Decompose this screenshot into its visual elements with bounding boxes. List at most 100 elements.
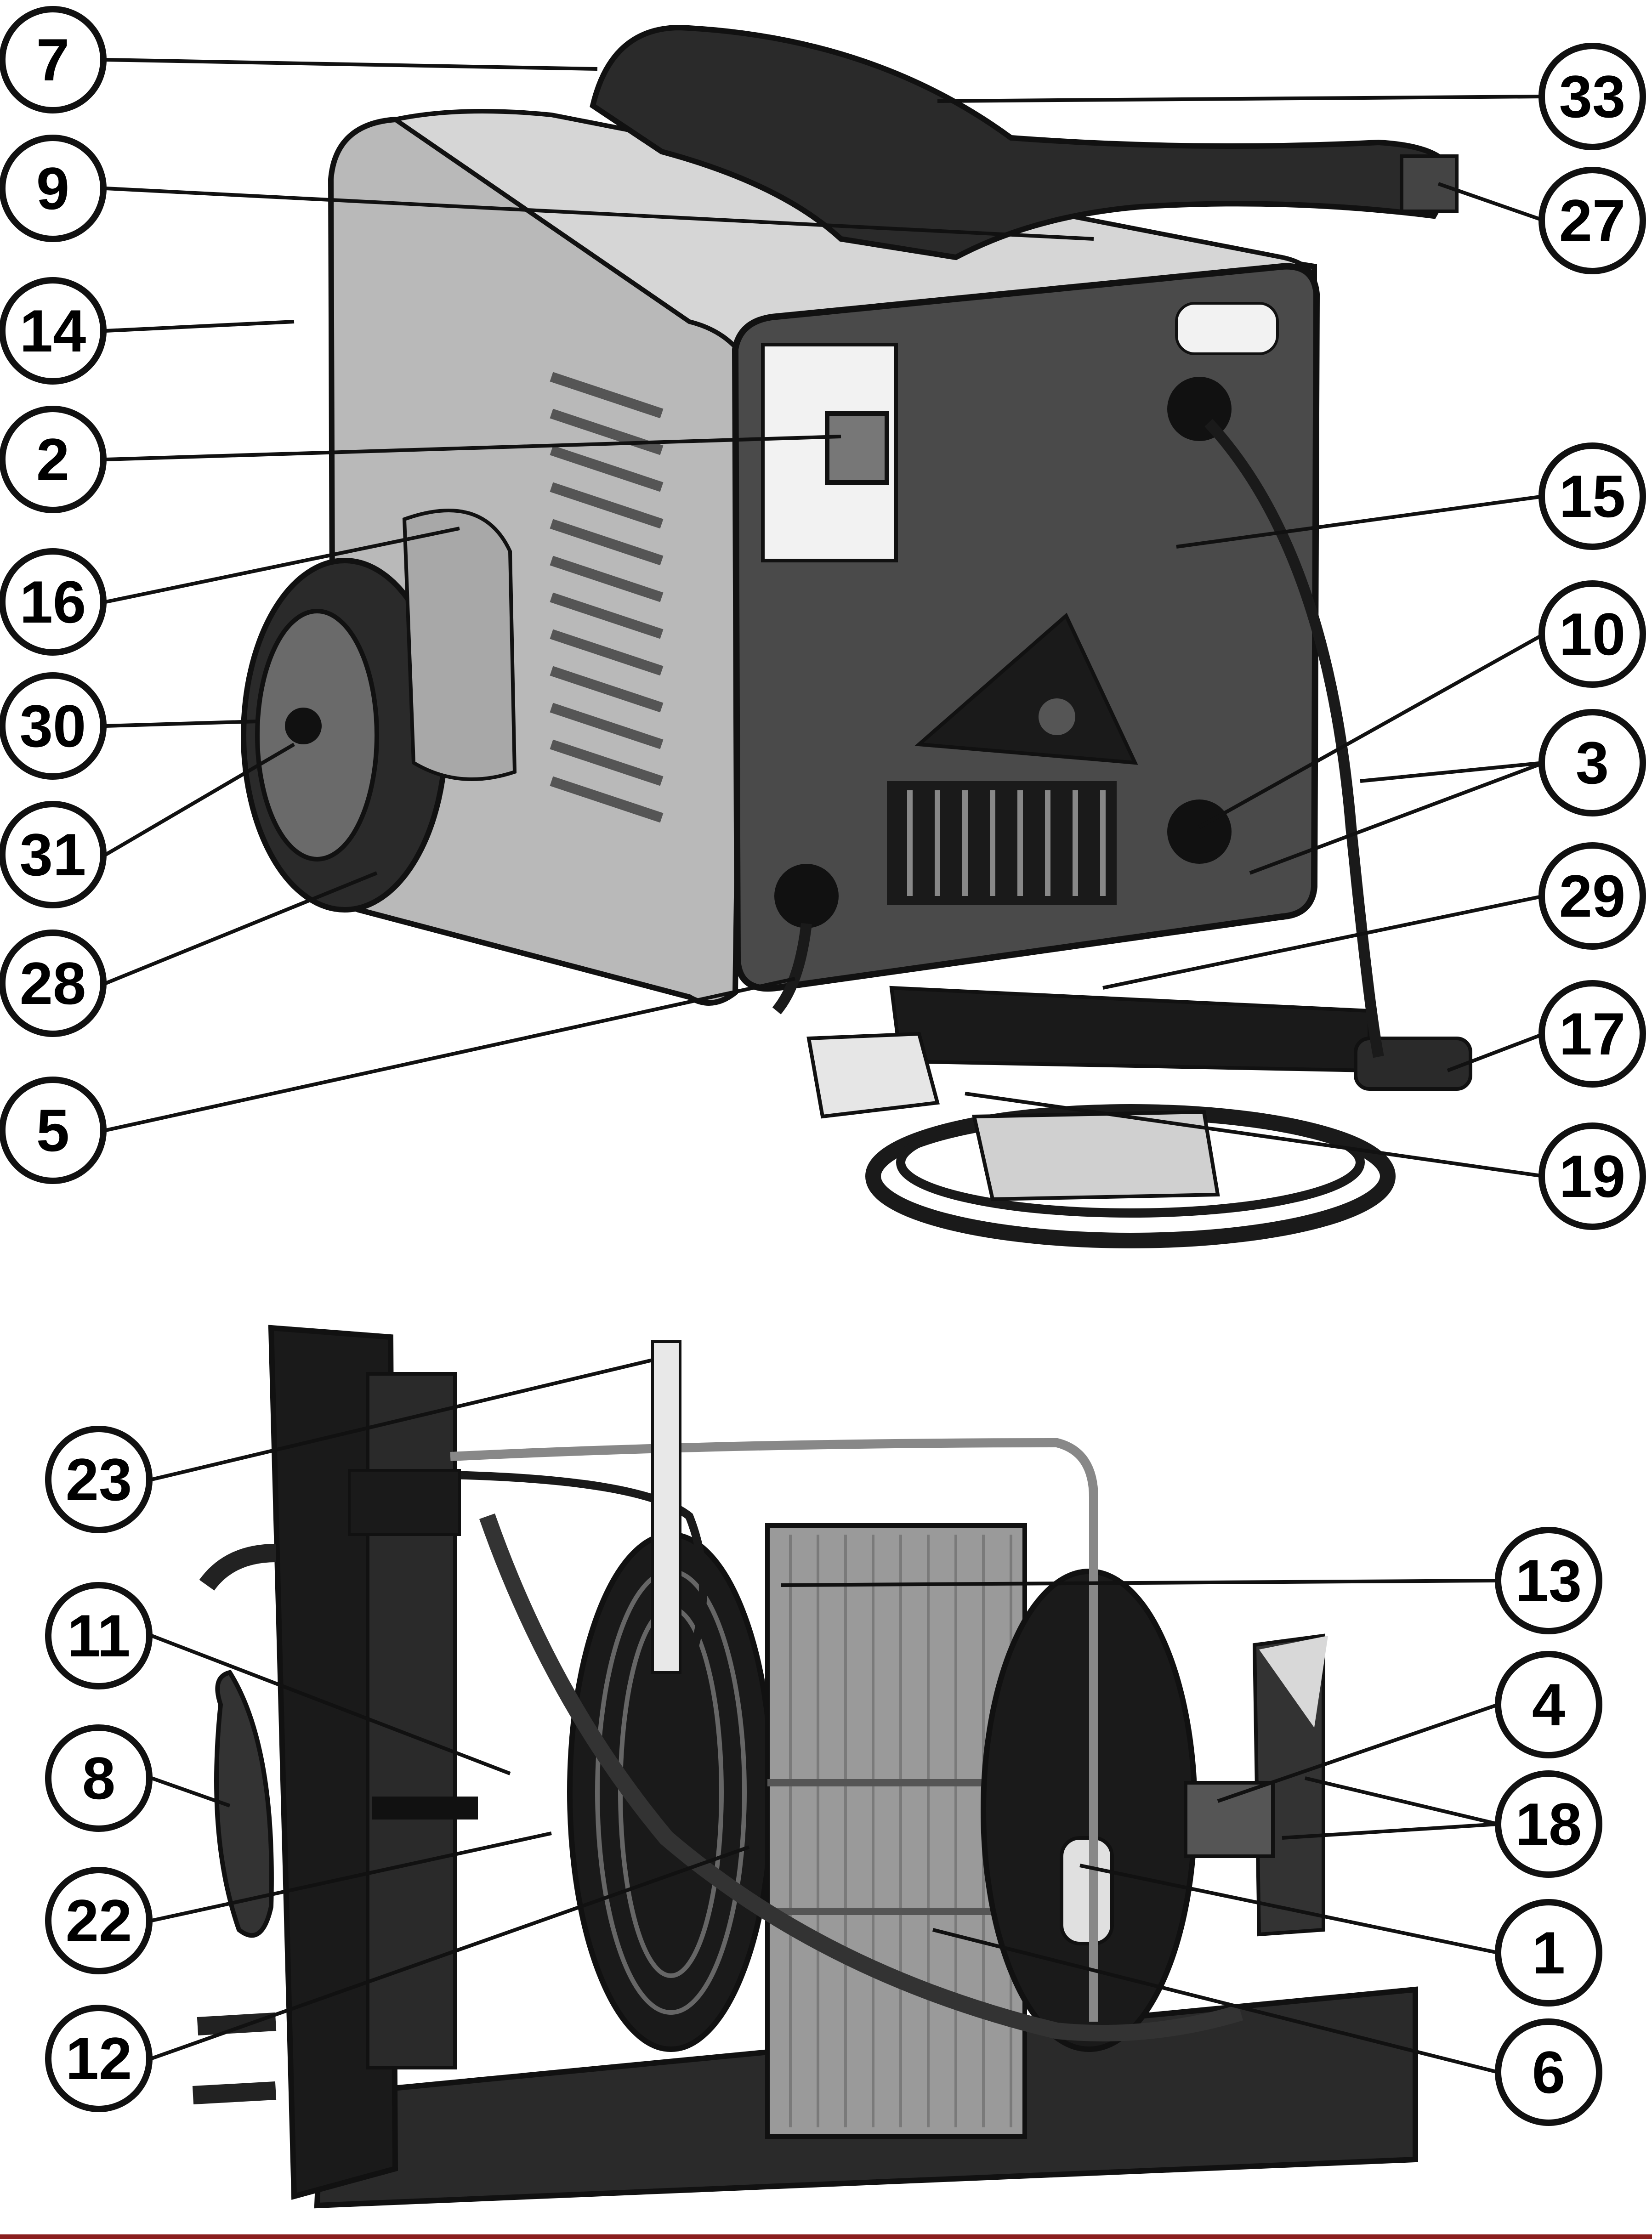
leader-31 (104, 743, 295, 856)
callout-4: 4 (1495, 1651, 1602, 1758)
ground-clamp-jaw (972, 1110, 1220, 1202)
svg-text:6: 6 (1532, 2039, 1565, 2106)
svg-text:30: 30 (20, 692, 86, 760)
leader-7 (105, 58, 598, 71)
leader-29 (1102, 894, 1544, 990)
callout-23: 23 (45, 1426, 153, 1533)
leader-13 (781, 1579, 1499, 1587)
svg-text:10: 10 (1559, 601, 1626, 668)
leader-11 (151, 1634, 511, 1775)
callout-16: 16 (0, 548, 107, 656)
leader-4 (1217, 1703, 1499, 1803)
leader-30 (105, 720, 258, 728)
terminal-block (348, 1469, 461, 1536)
svg-text:12: 12 (66, 2025, 132, 2092)
power-switch (825, 411, 889, 485)
leader-1 (1079, 1864, 1499, 1955)
side-vents (550, 372, 664, 823)
welder-interior-illustration (192, 1325, 1418, 2209)
svg-text:17: 17 (1559, 1000, 1626, 1067)
wiring-loop (450, 1438, 1098, 2022)
carry-handle (590, 24, 1455, 261)
callout-17: 17 (1538, 980, 1646, 1088)
callout-5: 5 (0, 1077, 107, 1184)
svg-text:3: 3 (1576, 729, 1609, 796)
callout-30: 30 (0, 672, 107, 780)
thermal-protector (1060, 1836, 1114, 1945)
callout-22: 22 (45, 1867, 153, 1974)
svg-text:16: 16 (20, 568, 86, 635)
callout-12: 12 (45, 2005, 153, 2112)
callout-7: 7 (0, 6, 107, 113)
leader-5 (105, 977, 795, 1132)
welder-exterior-illustration (241, 24, 1472, 1248)
bottom-border (0, 2234, 1652, 2239)
cable-left (772, 923, 812, 1015)
svg-text:19: 19 (1559, 1143, 1626, 1210)
svg-text:15: 15 (1559, 463, 1626, 530)
leader-27 (1437, 182, 1545, 222)
callout-8: 8 (45, 1724, 153, 1832)
callout-29: 29 (1538, 842, 1646, 950)
leader-18a (1305, 1776, 1499, 1826)
leader-lines (104, 58, 1545, 2074)
svg-text:31: 31 (20, 821, 86, 888)
svg-text:27: 27 (1559, 187, 1626, 254)
interior-front-panel (268, 1325, 398, 2200)
cable-right (1204, 419, 1384, 1058)
callout-13: 13 (1495, 1527, 1602, 1634)
handle-end-cap (1400, 154, 1459, 213)
regulator-knob (914, 612, 1138, 765)
leader-3a (1360, 761, 1544, 783)
svg-text:7: 7 (36, 26, 69, 93)
fan-motor (1184, 1781, 1275, 1858)
leader-15 (1176, 494, 1544, 549)
svg-text:1: 1 (1532, 1919, 1565, 1986)
callout-6: 6 (1495, 2018, 1602, 2126)
leader-33 (937, 95, 1544, 103)
svg-text:33: 33 (1559, 63, 1626, 130)
callout-27: 27 (1538, 167, 1646, 274)
leader-3b (1249, 761, 1545, 875)
leader-9 (105, 187, 1094, 241)
callout-11: 11 (45, 1582, 153, 1689)
callout-31: 31 (0, 801, 107, 908)
wheel-fender (402, 509, 517, 781)
callout-9: 9 (0, 135, 107, 242)
svg-text:8: 8 (82, 1745, 115, 1812)
callout-3: 3 (1538, 709, 1646, 816)
svg-text:18: 18 (1516, 1791, 1582, 1858)
leader-10 (1198, 632, 1545, 829)
svg-text:2: 2 (36, 426, 69, 493)
leader-2 (105, 435, 841, 461)
svg-text:9: 9 (36, 155, 69, 222)
callout-33: 33 (1538, 43, 1646, 150)
callout-1: 1 (1495, 1899, 1602, 2007)
svg-text:13: 13 (1516, 1547, 1582, 1614)
leader-6 (932, 1928, 1499, 2074)
callout-28: 28 (0, 930, 107, 1037)
heatsink (887, 781, 1117, 905)
callout-19: 19 (1538, 1122, 1646, 1230)
svg-text:4: 4 (1532, 1671, 1565, 1738)
callout-14: 14 (0, 277, 107, 385)
leader-17 (1447, 1032, 1545, 1072)
svg-text:23: 23 (66, 1446, 132, 1513)
svg-text:29: 29 (1559, 862, 1626, 930)
svg-text:5: 5 (36, 1097, 69, 1164)
leader-16 (105, 527, 460, 604)
callout-10: 10 (1538, 580, 1646, 688)
leader-22 (151, 1831, 552, 1922)
svg-text:11: 11 (67, 1602, 130, 1669)
svg-text:28: 28 (20, 950, 86, 1017)
leader-19 (965, 1092, 1544, 1178)
main-cable (479, 1513, 1243, 2041)
leader-8 (151, 1776, 231, 1808)
ground-clamp (806, 1032, 940, 1119)
socket-bottom-right (1167, 799, 1232, 864)
svg-text:22: 22 (66, 1887, 132, 1954)
warning-label (1175, 302, 1279, 355)
svg-text:14: 14 (20, 297, 86, 364)
interior-knob (214, 1670, 274, 1938)
